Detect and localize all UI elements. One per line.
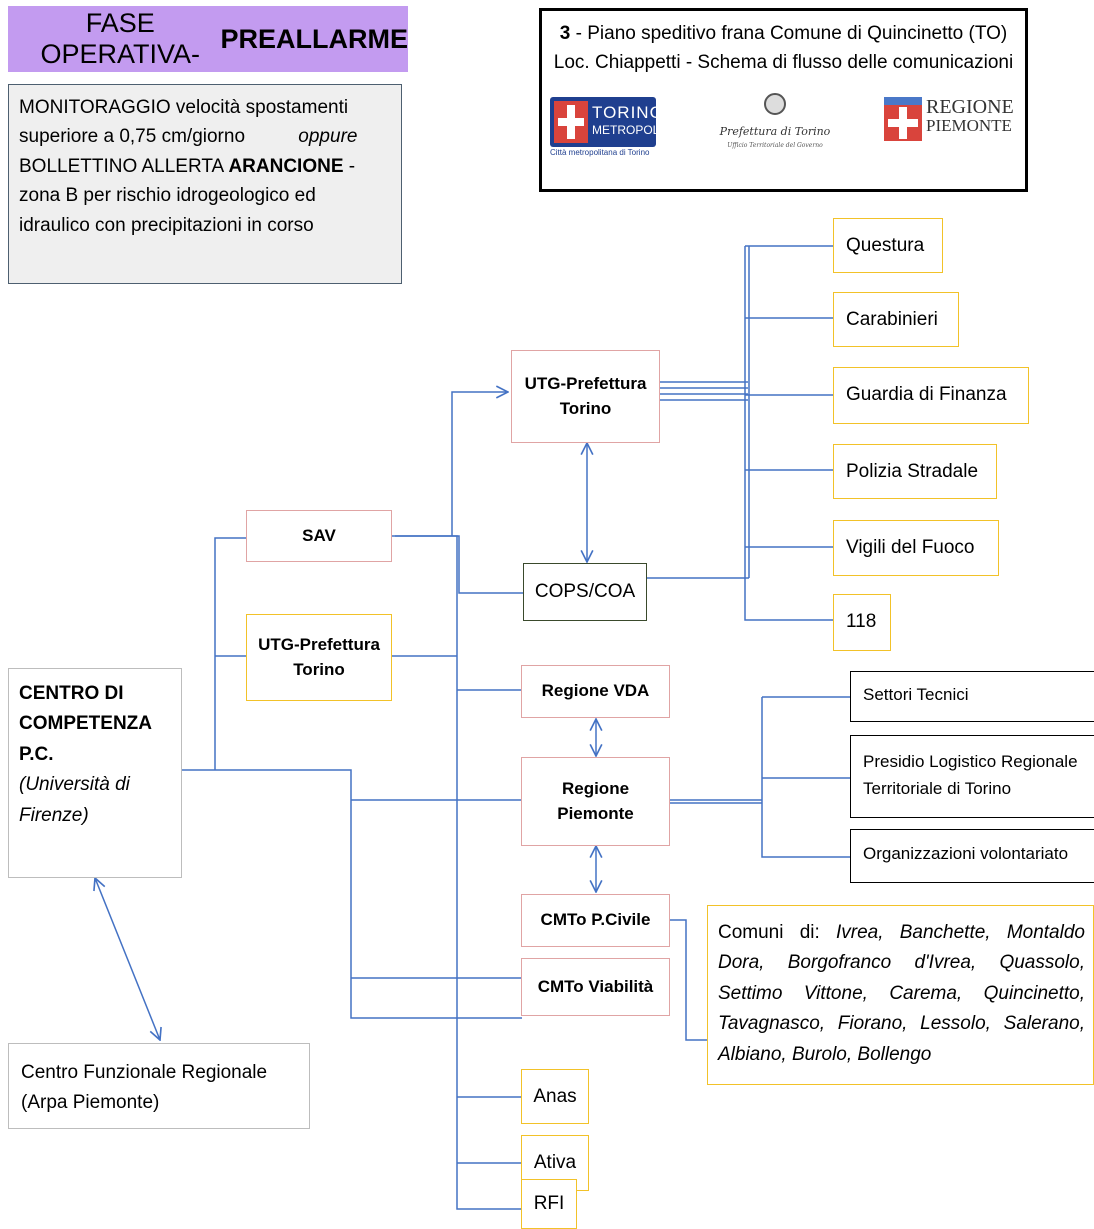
line-sav-cops <box>395 535 524 594</box>
node-utg-prefettura-left: UTG-Prefettura Torino <box>246 614 392 701</box>
regione-shield-top <box>884 97 922 105</box>
utg-top-line-2: Torino <box>559 398 612 418</box>
node-rfi: RFI <box>521 1179 577 1229</box>
trigger-bollettino: BOLLETTINO ALLERTA <box>19 155 224 177</box>
line-centro-up <box>214 537 246 770</box>
trigger-oppure: oppure <box>298 126 358 148</box>
regione-pie-line-2: Piemonte <box>557 803 634 823</box>
node-polizia-stradale: Polizia Stradale <box>833 444 997 499</box>
plan-title-text: - Piano speditivo frana Comune di Quinci… <box>570 23 1008 44</box>
regione-pie-line-1: Regione <box>561 778 630 798</box>
node-vigili-fuoco: Vigili del Fuoco <box>833 520 999 576</box>
prefettura-text-b: Ufficio Territoriale del Governo <box>727 142 823 149</box>
utg-top-line-1: UTG-Prefettura <box>524 373 647 393</box>
centro-line-2: COMPETENZA <box>19 713 152 735</box>
regione-cross-h <box>888 119 918 127</box>
node-118: 118 <box>833 594 891 651</box>
torino-logo-text-b: METROPOLI <box>592 123 663 137</box>
node-cmto-pcivile: CMTo P.Civile <box>521 894 670 947</box>
prefettura-text-a: Prefettura di Torino <box>719 125 831 138</box>
phase-prefix: FASE OPERATIVA- <box>40 8 201 69</box>
centro-line-5: Firenze) <box>19 804 89 826</box>
emblem-icon <box>764 93 786 115</box>
torino-shield-cross-h <box>558 118 584 126</box>
node-sav: SAV <box>246 510 392 562</box>
node-regione-vda: Regione VDA <box>521 665 670 718</box>
node-guardia-finanza: Guardia di Finanza <box>833 367 1029 424</box>
node-centro-funzionale: Centro Funzionale Regionale (Arpa Piemon… <box>8 1043 310 1129</box>
node-cmto-viabilita: CMTo Viabilità <box>521 958 670 1016</box>
presidio-line-2: Territoriale di Torino <box>863 779 1012 799</box>
node-settori-tecnici: Settori Tecnici <box>850 671 1094 722</box>
comuni-label: Comuni di: <box>718 922 836 943</box>
torino-logo-text-a: TORINO <box>592 103 664 122</box>
node-utg-prefettura-top: UTG-Prefettura Torino <box>511 350 660 443</box>
line-agency-bus <box>744 246 833 621</box>
node-cops-coa: COPS/COA <box>523 563 647 621</box>
line-centro-cfr <box>95 878 160 1040</box>
phase-banner: FASE OPERATIVA- PREALLARME <box>8 6 408 72</box>
node-organizzazioni-volontariato: Organizzazioni volontariato <box>850 829 1094 883</box>
torino-metropoli-logo: TORINO METROPOLI Città metropolitana di … <box>550 97 663 167</box>
utg-left-line-2: Torino <box>293 659 345 679</box>
trigger-arancione: ARANCIONE <box>228 155 344 177</box>
trigger-zona: - zona B per rischio idrogeologico ed id… <box>19 155 356 236</box>
node-centro-competenza: CENTRO DI COMPETENZA P.C. (Università di… <box>8 668 182 878</box>
comuni-box: Comuni di: Ivrea, Banchette, Montaldo Do… <box>707 905 1094 1085</box>
prefettura-logo: Prefettura di Torino Ufficio Territorial… <box>710 91 840 171</box>
utg-left-line-1: UTG-Prefettura <box>258 634 380 654</box>
node-regione-piemonte: Regione Piemonte <box>521 757 670 846</box>
cfr-line-2: (Arpa Piemonte) <box>21 1092 160 1114</box>
node-questura: Questura <box>833 218 943 273</box>
centro-line-1: CENTRO DI <box>19 683 124 704</box>
line-sav-utg-top <box>451 392 508 536</box>
line-cmto-comuni <box>670 919 708 1041</box>
line-tech-bus <box>761 697 850 858</box>
line-sav-trunk <box>391 535 522 1210</box>
torino-logo-text-c: Città metropolitana di Torino <box>550 148 650 157</box>
node-carabinieri: Carabinieri <box>833 292 959 347</box>
regione-text-a: REGIONE <box>926 96 1014 118</box>
trigger-box: MONITORAGGIO velocità spostamenti superi… <box>8 84 402 284</box>
centro-line-3: P.C. <box>19 743 54 765</box>
phase-strong: PREALLARME <box>220 23 409 54</box>
node-presidio-logistico: Presidio Logistico Regionale Territorial… <box>850 735 1094 818</box>
presidio-line-1: Presidio Logistico Regionale <box>863 752 1078 771</box>
centro-line-4: (Università di <box>19 774 130 796</box>
regione-piemonte-logo: REGIONE PIEMONTE <box>884 97 1014 157</box>
node-anas: Anas <box>521 1069 589 1124</box>
comuni-list: Ivrea, Banchette, Montaldo Dora, Borgofr… <box>718 922 1085 1065</box>
plan-title-line-2: Loc. Chiappetti - Schema di flusso delle… <box>553 52 1014 74</box>
plan-title-line-1: 3 - Piano speditivo frana Comune di Quin… <box>548 19 1019 48</box>
cfr-line-1: Centro Funzionale Regionale <box>21 1062 268 1083</box>
plan-header: 3 - Piano speditivo frana Comune di Quin… <box>539 8 1028 192</box>
line-centro-trunk <box>182 769 522 1019</box>
trigger-monitoring: MONITORAGGIO velocità spostamenti superi… <box>19 97 349 148</box>
regione-text-b: PIEMONTE <box>926 116 1012 135</box>
plan-number: 3 <box>559 23 571 44</box>
